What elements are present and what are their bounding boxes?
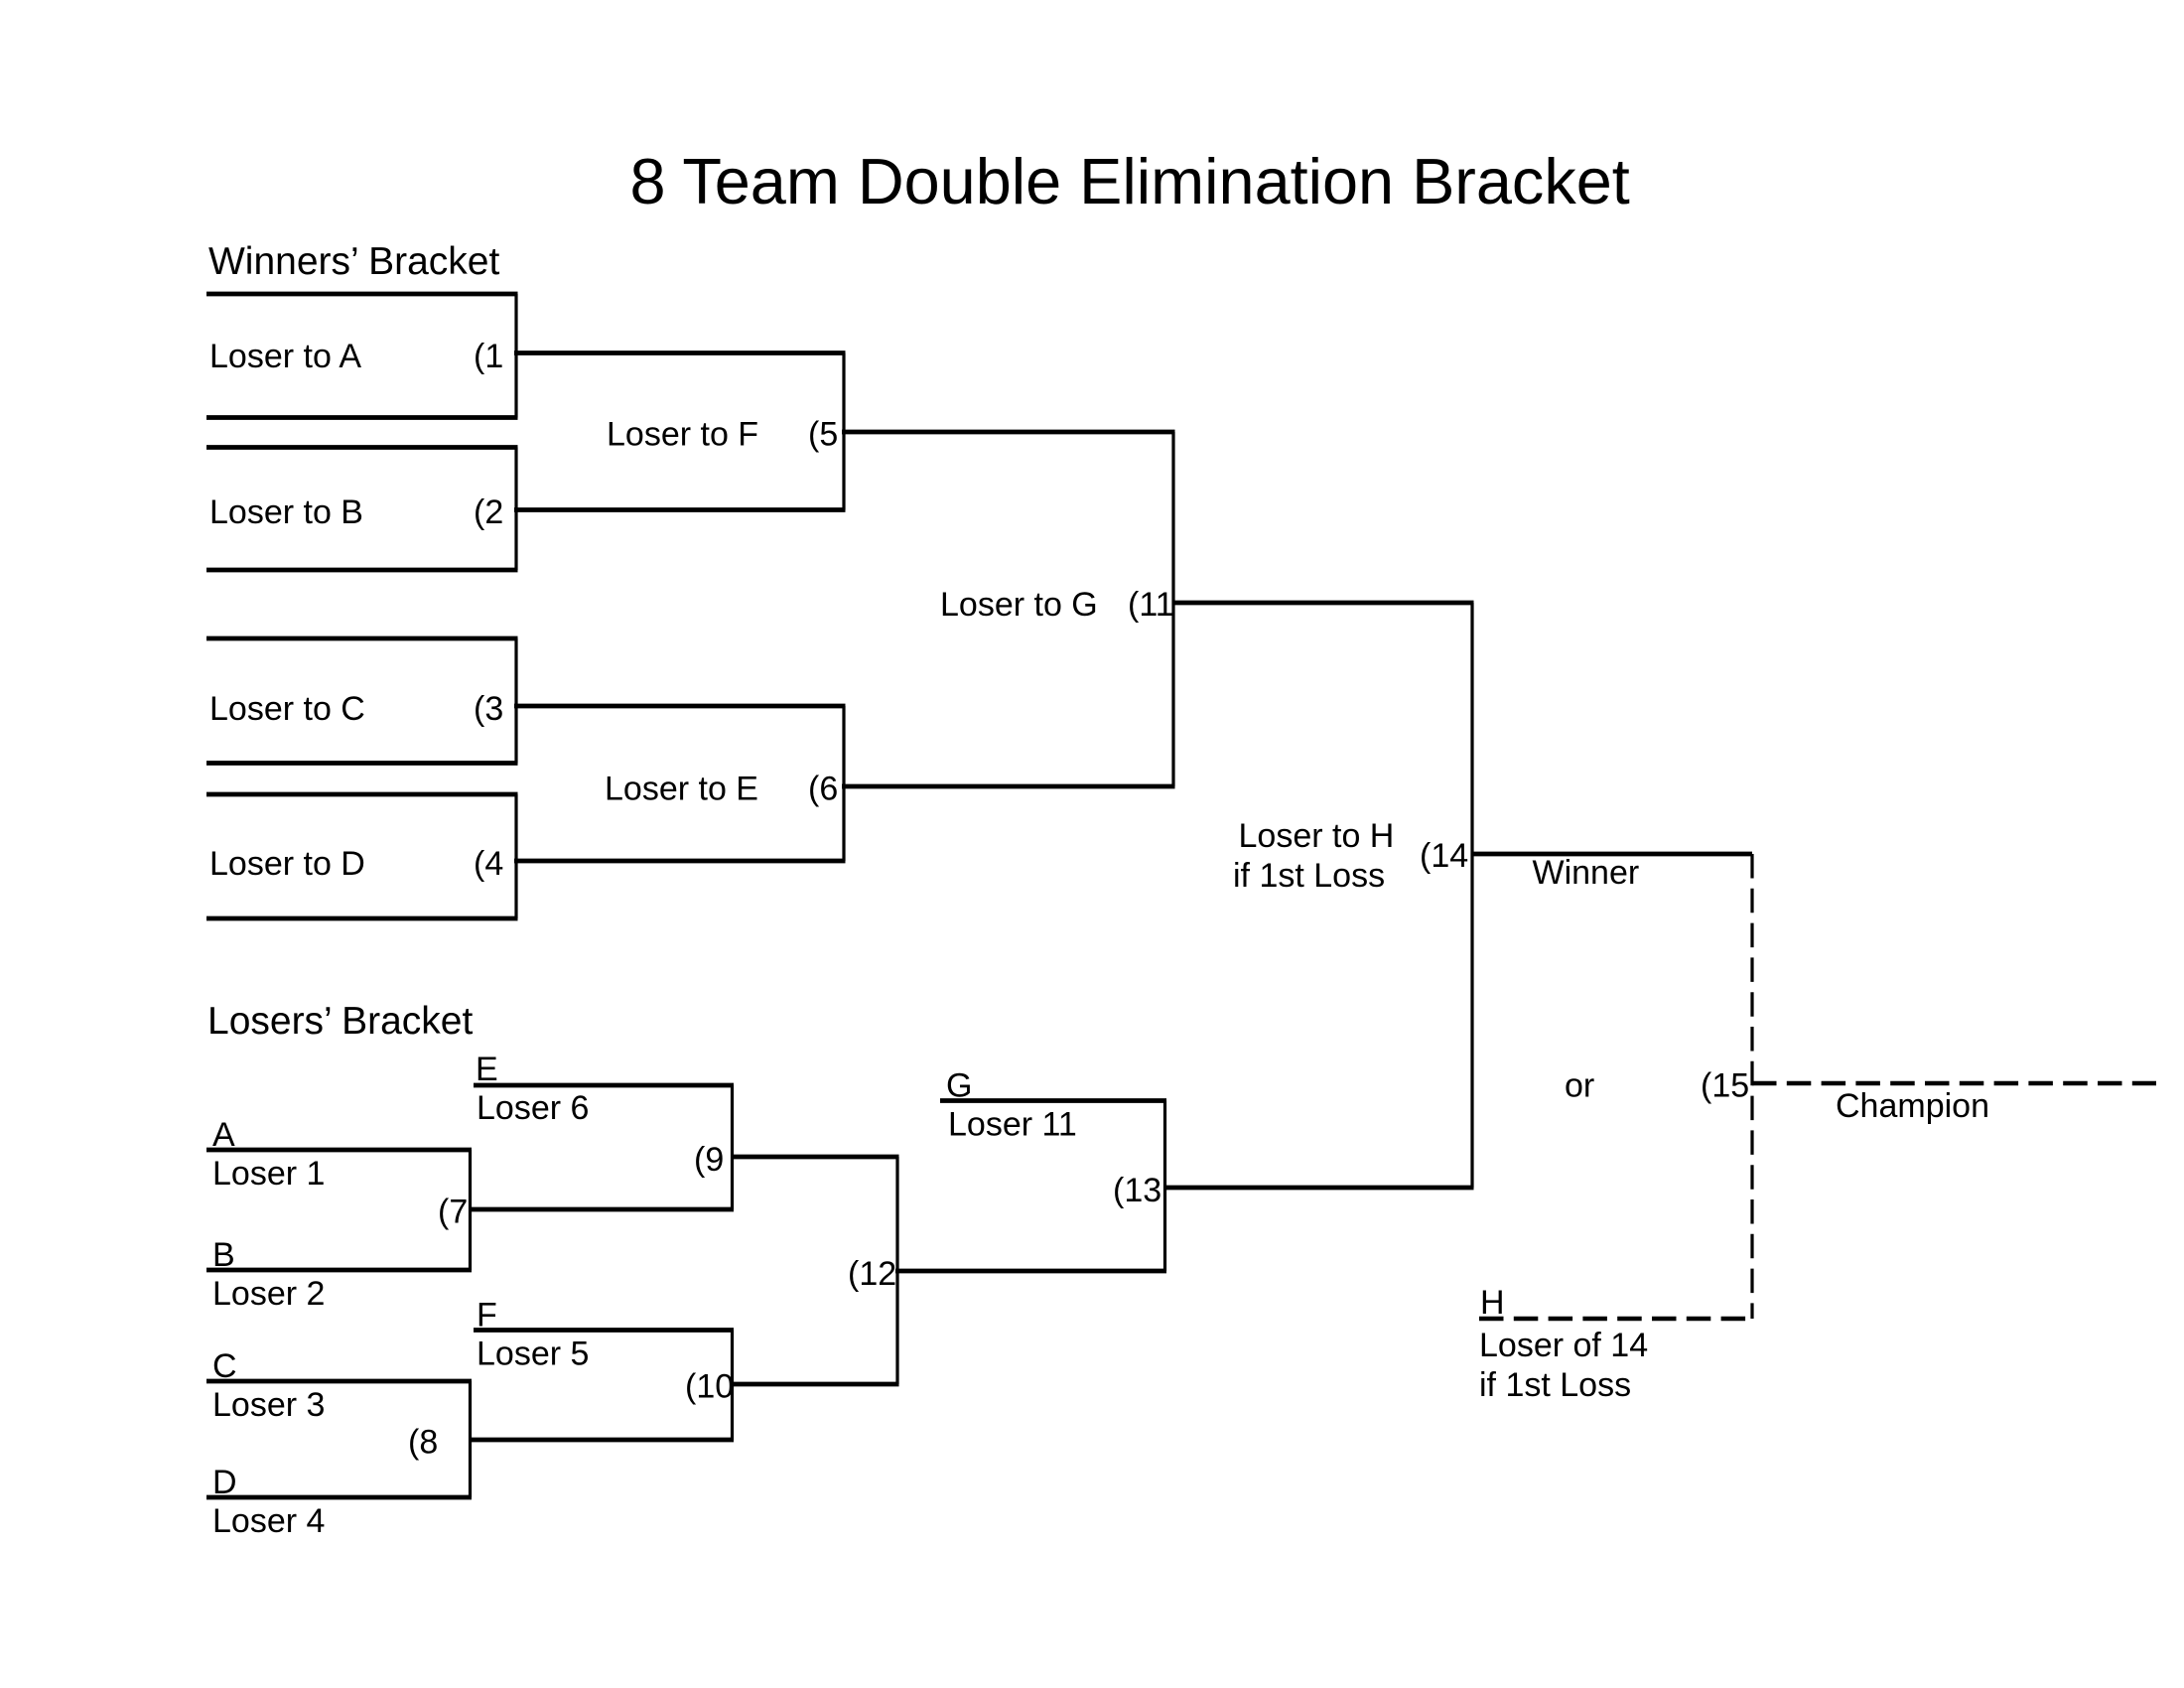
- svg-text:F: F: [477, 1297, 497, 1335]
- svg-text:(3: (3: [474, 690, 503, 728]
- svg-text:Loser to F: Loser to F: [607, 416, 758, 454]
- svg-text:Loser 3: Loser 3: [212, 1386, 325, 1424]
- svg-text:8 Team Double Elimination Brac: 8 Team Double Elimination Bracket: [630, 145, 1630, 217]
- svg-text:Loser 11: Loser 11: [948, 1106, 1077, 1144]
- svg-text:Loser to C: Loser to C: [209, 690, 365, 728]
- svg-text:Loser 5: Loser 5: [477, 1336, 589, 1373]
- svg-text:B: B: [212, 1236, 235, 1274]
- svg-text:if 1st Loss: if 1st Loss: [1479, 1366, 1631, 1404]
- svg-text:Loser to A: Loser to A: [209, 338, 361, 375]
- svg-text:E: E: [476, 1051, 498, 1088]
- svg-text:(11: (11: [1128, 586, 1174, 624]
- svg-text:Loser 2: Loser 2: [212, 1275, 325, 1313]
- svg-text:Loser of 14: Loser of 14: [1479, 1327, 1648, 1364]
- svg-text:H: H: [1480, 1284, 1505, 1322]
- svg-text:(10: (10: [685, 1368, 734, 1406]
- svg-text:(4: (4: [474, 845, 503, 883]
- svg-text:(2: (2: [474, 493, 503, 531]
- svg-text:Loser to H: Loser to H: [1239, 817, 1395, 855]
- svg-text:(7: (7: [438, 1194, 468, 1231]
- svg-text:Loser 1: Loser 1: [212, 1155, 325, 1193]
- svg-text:D: D: [212, 1464, 237, 1501]
- svg-text:Loser to G: Loser to G: [940, 586, 1098, 624]
- svg-text:(13: (13: [1113, 1172, 1161, 1209]
- svg-text:C: C: [212, 1347, 237, 1385]
- svg-text:Loser to D: Loser to D: [209, 845, 365, 883]
- svg-text:(14: (14: [1420, 837, 1468, 875]
- svg-text:or: or: [1565, 1067, 1594, 1105]
- svg-text:(6: (6: [808, 771, 838, 808]
- svg-text:(9: (9: [694, 1141, 724, 1179]
- svg-text:Loser 6: Loser 6: [477, 1089, 589, 1127]
- svg-text:(15: (15: [1701, 1067, 1749, 1105]
- svg-text:A: A: [212, 1116, 235, 1154]
- svg-text:Winner: Winner: [1533, 854, 1640, 892]
- svg-text:Champion: Champion: [1836, 1087, 1989, 1125]
- svg-text:if 1st Loss: if 1st Loss: [1233, 857, 1385, 895]
- svg-text:Losers’ Bracket: Losers’ Bracket: [207, 1000, 473, 1043]
- svg-text:G: G: [946, 1067, 972, 1105]
- svg-text:Winners’ Bracket: Winners’ Bracket: [208, 240, 499, 283]
- svg-text:Loser to E: Loser to E: [605, 771, 758, 808]
- svg-text:(12: (12: [848, 1255, 896, 1293]
- svg-text:Loser 4: Loser 4: [212, 1502, 325, 1540]
- svg-text:(8: (8: [408, 1424, 438, 1462]
- svg-text:(5: (5: [808, 416, 838, 454]
- svg-text:Loser to B: Loser to B: [209, 493, 363, 531]
- svg-text:(1: (1: [474, 338, 503, 375]
